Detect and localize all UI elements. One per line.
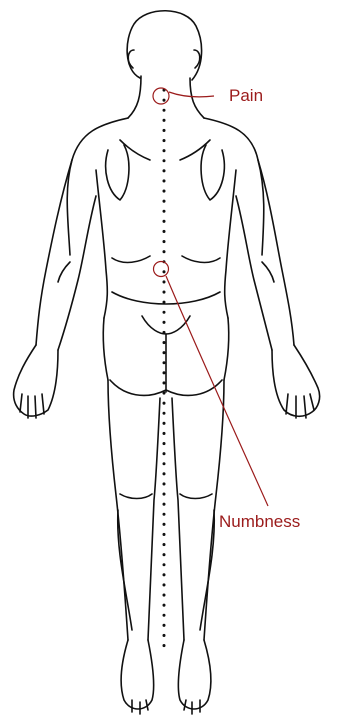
body-outline — [14, 11, 320, 714]
foot-right — [178, 640, 211, 709]
scapula-right — [201, 145, 224, 200]
pain-marker-circle — [153, 88, 169, 104]
pain-label: Pain — [229, 86, 263, 106]
numbness-marker-circle — [154, 262, 169, 277]
foot-left — [121, 640, 154, 709]
numbness-leader-line — [166, 276, 268, 506]
head-outline — [127, 11, 201, 80]
hips — [103, 318, 108, 380]
scapula-left — [106, 145, 129, 200]
numbness-label: Numbness — [219, 512, 300, 532]
buttock-right — [166, 380, 222, 395]
arm-left — [36, 160, 72, 345]
buttock-left — [110, 380, 166, 395]
